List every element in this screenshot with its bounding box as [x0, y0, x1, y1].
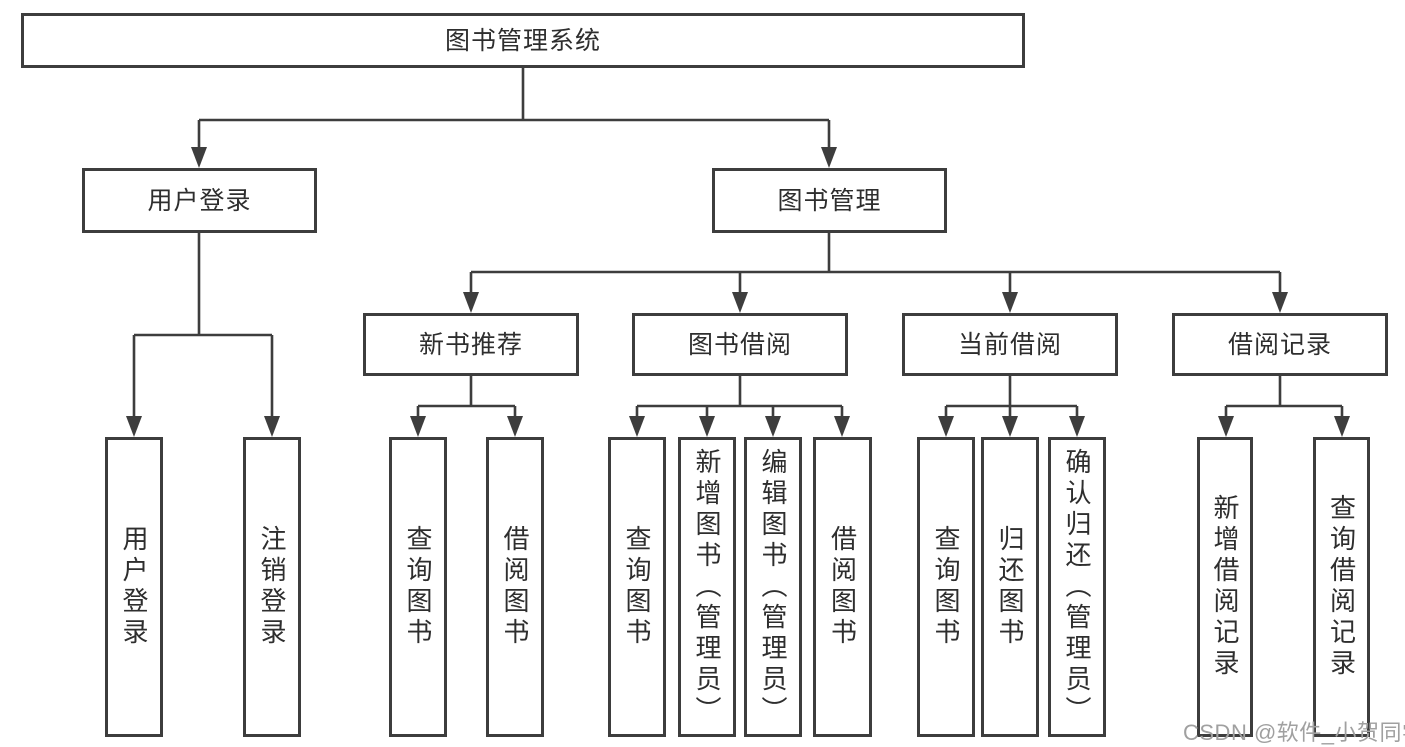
- node-book-borrow-label: 图书借阅: [687, 330, 792, 359]
- node-user-login-label: 用户登录: [147, 186, 252, 215]
- node-book-management-label: 图书管理: [777, 186, 882, 215]
- leaf-recommend-borrow-books: 借阅图书: [486, 437, 544, 737]
- node-borrow-records: 借阅记录: [1172, 313, 1388, 376]
- leaf-borrow-query-books-label: 查询图书: [622, 525, 652, 649]
- leaf-query-borrow-record: 查询借阅记录: [1313, 437, 1370, 737]
- leaf-return-books-label: 归还图书: [995, 525, 1025, 649]
- leaf-current-query-books-label: 查询图书: [931, 525, 961, 649]
- leaf-borrow-books: 借阅图书: [813, 437, 872, 737]
- leaf-recommend-query-books-label: 查询图书: [403, 525, 433, 649]
- node-new-book-recommend: 新书推荐: [363, 313, 579, 376]
- node-library-system-label: 图书管理系统: [444, 26, 601, 55]
- leaf-edit-books-admin-label: 编辑图书（管理员）: [758, 447, 788, 727]
- leaf-confirm-return-admin: 确认归还（管理员）: [1048, 437, 1106, 737]
- csdn-watermark: CSDN @软件_小贺同学: [1183, 720, 1405, 745]
- leaf-add-books-admin-label: 新增图书（管理员）: [692, 447, 722, 727]
- leaf-edit-books-admin: 编辑图书（管理员）: [744, 437, 802, 737]
- leaf-query-borrow-record-label: 查询借阅记录: [1326, 494, 1357, 680]
- leaf-borrow-query-books: 查询图书: [608, 437, 666, 737]
- node-new-book-recommend-label: 新书推荐: [418, 330, 523, 359]
- leaf-add-borrow-record: 新增借阅记录: [1197, 437, 1253, 737]
- node-library-system: 图书管理系统: [21, 13, 1025, 68]
- leaf-user-login: 用户登录: [105, 437, 163, 737]
- node-current-borrow-label: 当前借阅: [957, 330, 1062, 359]
- node-book-management: 图书管理: [712, 168, 947, 233]
- node-borrow-records-label: 借阅记录: [1227, 330, 1332, 359]
- leaf-logout-label: 注销登录: [257, 525, 287, 649]
- leaf-user-login-label: 用户登录: [119, 525, 149, 649]
- leaf-return-books: 归还图书: [981, 437, 1039, 737]
- leaf-confirm-return-admin-label: 确认归还（管理员）: [1062, 447, 1092, 727]
- leaf-borrow-books-label: 借阅图书: [827, 525, 858, 649]
- leaf-current-query-books: 查询图书: [917, 437, 975, 737]
- leaf-logout: 注销登录: [243, 437, 301, 737]
- node-book-borrow: 图书借阅: [632, 313, 848, 376]
- node-user-login: 用户登录: [82, 168, 317, 233]
- node-current-borrow: 当前借阅: [902, 313, 1118, 376]
- leaf-add-borrow-record-label: 新增借阅记录: [1210, 494, 1240, 680]
- leaf-recommend-query-books: 查询图书: [389, 437, 447, 737]
- leaf-add-books-admin: 新增图书（管理员）: [678, 437, 736, 737]
- leaf-recommend-borrow-books-label: 借阅图书: [500, 525, 530, 649]
